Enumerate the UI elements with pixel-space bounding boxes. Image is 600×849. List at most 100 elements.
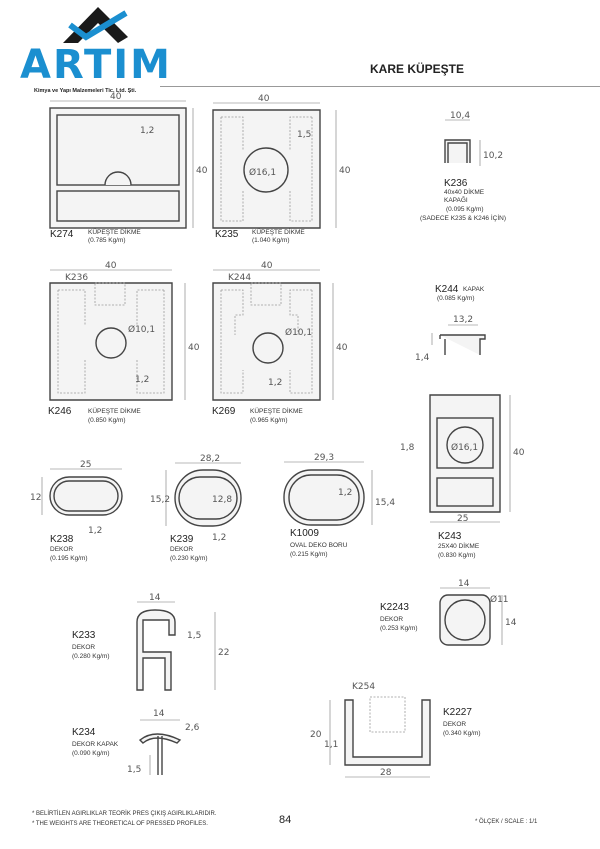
k246-weight: (0.850 Kg/m) bbox=[88, 417, 126, 424]
profile-k239-drawing: 28,2 15,2 12,8 1,2 bbox=[150, 454, 242, 543]
dimension-label: 1,8 bbox=[400, 443, 415, 453]
logo-subtitle: Kimya ve Yapı Malzemeleri Tic. Ltd. Şti. bbox=[34, 88, 137, 94]
dimension-label: 12 bbox=[30, 493, 41, 503]
k236-name: 40x40 DİKME bbox=[444, 189, 485, 196]
profile-k274-drawing: 40 40 1,2 bbox=[49, 92, 208, 229]
dimension-label: Ø16,1 bbox=[249, 167, 276, 178]
page-title: KARE KÜPEŞTE bbox=[370, 62, 465, 76]
k236-code: K236 bbox=[444, 178, 468, 189]
artim-logo: ARTIM Kimya ve Yapı Malzemeleri Tic. Ltd… bbox=[18, 5, 170, 95]
dimension-label: 25 bbox=[457, 514, 468, 524]
profile-k1009-drawing: 29,3 1,2 15,4 bbox=[283, 453, 395, 526]
k269-code: K269 bbox=[212, 406, 236, 417]
dimension-label: 14 bbox=[153, 709, 165, 719]
dimension-label: 40 bbox=[261, 261, 273, 271]
dimension-label: K244 bbox=[228, 273, 251, 283]
k274-weight: (0.785 Kg/m) bbox=[88, 237, 126, 244]
k2243-weight: (0.253 Kg/m) bbox=[380, 625, 418, 632]
k238-code: K238 bbox=[50, 534, 74, 545]
dimension-label: K254 bbox=[352, 682, 375, 692]
dimension-label: 1,5 bbox=[127, 765, 141, 775]
k234-weight: (0.090 Kg/m) bbox=[72, 750, 110, 757]
dimension-label: 25 bbox=[80, 460, 91, 470]
dimension-label: 1,2 bbox=[135, 375, 149, 385]
dimension-label: Ø10,1 bbox=[285, 327, 312, 338]
dimension-label: 13,2 bbox=[453, 315, 473, 325]
k238-weight: (0.195 Kg/m) bbox=[50, 555, 88, 562]
dimension-label: 20 bbox=[310, 730, 322, 740]
profile-k246-drawing: 40 K236 Ø10,1 40 1,2 bbox=[49, 261, 200, 401]
dimension-label: 28,2 bbox=[200, 454, 220, 464]
dimension-label: 1,2 bbox=[338, 488, 352, 498]
dimension-label: 29,3 bbox=[314, 453, 334, 463]
k269-name: KÜPEŞTE DİKME bbox=[250, 408, 303, 415]
dimension-label: 1,2 bbox=[268, 378, 282, 388]
k274-code: K274 bbox=[50, 229, 74, 240]
k274-name: KÜPEŞTE DİKME bbox=[88, 229, 141, 236]
dimension-label: 1,1 bbox=[324, 740, 338, 750]
dimension-label: 40 bbox=[336, 343, 348, 353]
dimension-label: 1,4 bbox=[415, 353, 430, 363]
dimension-label: Ø11 bbox=[490, 594, 509, 605]
k1009-name: OVAL DEKO BORU bbox=[290, 542, 348, 549]
k1009-weight: (0.215 Kg/m) bbox=[290, 551, 328, 558]
header-rule bbox=[160, 86, 600, 87]
dimension-label: 28 bbox=[380, 768, 392, 778]
dimension-label: 1,2 bbox=[140, 126, 154, 136]
dimension-label: 40 bbox=[188, 343, 200, 353]
profile-k269-drawing: 40 K244 Ø10,1 40 1,2 bbox=[212, 261, 348, 401]
dimension-label: Ø16,1 bbox=[451, 442, 478, 453]
footer-note-en: * THE WEIGHTS ARE THEORETICAL OF PRESSED… bbox=[32, 821, 208, 827]
profile-k244-drawing: 13,2 1,4 bbox=[415, 315, 486, 363]
dimension-label: 1,5 bbox=[187, 631, 201, 641]
k234-name: DEKOR KAPAK bbox=[72, 741, 119, 748]
profile-k235-drawing: 40 1,5 Ø16,1 40 bbox=[212, 94, 351, 229]
k235-name: KÜPEŞTE DİKME bbox=[252, 229, 305, 236]
dimension-label: 40 bbox=[339, 166, 351, 176]
k236-name2: KAPAĞI bbox=[444, 197, 468, 204]
dimension-label: 14 bbox=[458, 579, 470, 589]
k243-name: 25X40 DİKME bbox=[438, 543, 480, 550]
dimension-label: 1,5 bbox=[297, 130, 311, 140]
profile-k234-drawing: 14 2,6 1,5 bbox=[127, 709, 200, 775]
dimension-label: 1,2 bbox=[88, 526, 102, 536]
k238-name: DEKOR bbox=[50, 546, 74, 553]
dimension-label: 15,2 bbox=[150, 495, 170, 505]
scale-note: * ÖLÇEK / SCALE : 1/1 bbox=[475, 819, 538, 825]
k235-code: K235 bbox=[215, 229, 239, 240]
dimension-label: 15,4 bbox=[375, 498, 395, 508]
k2227-name: DEKOR bbox=[443, 721, 467, 728]
dimension-label: 40 bbox=[105, 261, 117, 271]
k244-weight: (0.085 Kg/m) bbox=[437, 295, 475, 302]
dimension-label: 2,6 bbox=[185, 723, 200, 733]
k233-weight: (0.280 Kg/m) bbox=[72, 653, 110, 660]
dimension-label: K236 bbox=[65, 273, 88, 283]
profile-k2227-drawing: K254 20 1,1 28 bbox=[310, 682, 431, 778]
dimension-label: 14 bbox=[505, 618, 517, 628]
k239-weight: (0.230 Kg/m) bbox=[170, 555, 208, 562]
k243-weight: (0.830 Kg/m) bbox=[438, 552, 476, 559]
k236-weight: (0.095 Kg/m) bbox=[446, 206, 484, 213]
dimension-label: 22 bbox=[218, 648, 229, 658]
k239-name: DEKOR bbox=[170, 546, 194, 553]
profile-k233-drawing: 14 1,5 22 bbox=[136, 593, 229, 691]
profile-k243-drawing: 1,8 Ø16,1 40 25 bbox=[400, 394, 525, 524]
dimension-label: 12,8 bbox=[212, 495, 232, 505]
k236-note: (SADECE K235 & K246 İÇİN) bbox=[420, 215, 506, 222]
dimension-label: 10,4 bbox=[450, 111, 470, 121]
k233-name: DEKOR bbox=[72, 644, 96, 651]
k239-code: K239 bbox=[170, 534, 194, 545]
k244-name: KAPAK bbox=[463, 286, 485, 293]
k2243-name: DEKOR bbox=[380, 616, 404, 623]
k244-code: K244 bbox=[435, 284, 459, 295]
dimension-label: 14 bbox=[149, 593, 161, 603]
dimension-label: 40 bbox=[110, 92, 122, 102]
dimension-label: 40 bbox=[258, 94, 270, 104]
k235-weight: (1.040 Kg/m) bbox=[252, 237, 290, 244]
k2227-code: K2227 bbox=[443, 707, 472, 718]
k2243-code: K2243 bbox=[380, 602, 409, 613]
page-number: 84 bbox=[279, 814, 292, 826]
profile-k236-drawing: 10,4 10,2 bbox=[444, 111, 503, 166]
k246-name: KÜPEŞTE DİKME bbox=[88, 408, 141, 415]
